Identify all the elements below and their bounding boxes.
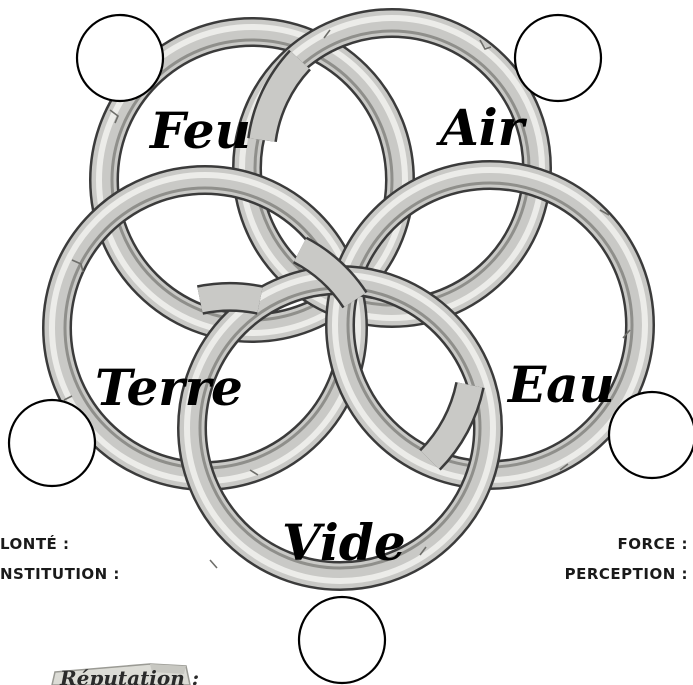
eau-value-badge[interactable]: [609, 392, 693, 478]
element-label-air: Air: [436, 98, 528, 157]
constitution-label: NSTITUTION :: [0, 565, 120, 583]
reputation-scroll: Réputation :: [52, 664, 199, 685]
element-label-eau: Eau: [506, 355, 615, 414]
element-label-feu: Feu: [148, 101, 251, 160]
terre-value-badge[interactable]: [9, 400, 95, 486]
reputation-label: Réputation :: [59, 666, 199, 685]
air-value-badge[interactable]: [515, 15, 601, 101]
volonte-label: LONTÉ :: [0, 534, 70, 553]
feu-value-badge[interactable]: [77, 15, 163, 101]
element-label-vide: Vide: [282, 513, 406, 572]
rings-group: [52, 18, 645, 581]
element-label-terre: Terre: [95, 358, 243, 417]
perception-label: PERCEPTION :: [565, 565, 688, 583]
vide-value-badge[interactable]: [299, 597, 385, 683]
force-label: FORCE :: [617, 535, 688, 553]
